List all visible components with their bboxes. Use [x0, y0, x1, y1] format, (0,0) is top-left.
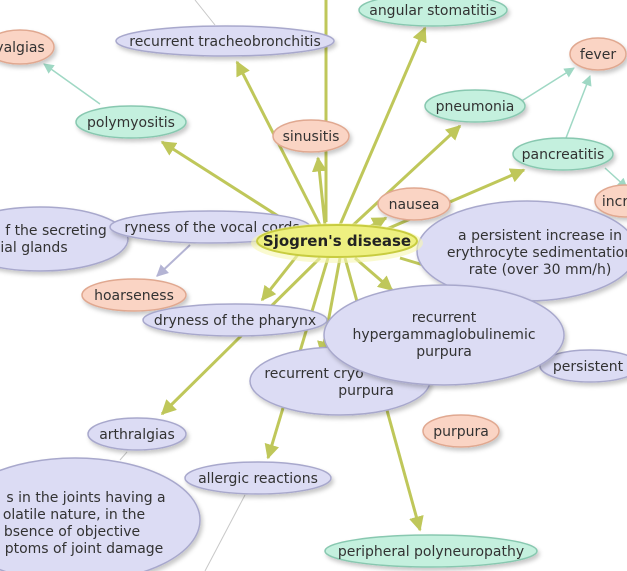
label-cryo-line1: recurrent cryo: [264, 366, 363, 382]
label-esr-line1: a persistent increase in: [458, 228, 622, 244]
node-secreting-glands[interactable]: f the secreting ial glands: [0, 206, 129, 272]
node-pancreatitis[interactable]: pancreatitis: [512, 137, 614, 171]
node-arthralgias[interactable]: arthralgias: [87, 417, 187, 451]
node-fever[interactable]: fever: [569, 37, 627, 71]
edge-center-pancreatitis: [379, 168, 526, 234]
label-joints-line1: s in the joints having a: [6, 490, 165, 506]
node-persistent[interactable]: persistent: [539, 349, 627, 383]
node-hoarseness[interactable]: hoarseness: [81, 278, 187, 312]
label-center: Sjogren's disease: [263, 232, 411, 250]
label-nausea: nausea: [389, 197, 440, 213]
label-dryness-pharynx: dryness of the pharynx: [154, 313, 316, 329]
node-recurrent-hypergammaglobulinemic-purpura[interactable]: recurrent hypergammaglobulinemic purpura: [323, 284, 565, 386]
label-arthralgias: arthralgias: [99, 427, 175, 443]
label-cryo-line2: purpura: [338, 383, 394, 399]
label-dryness-vocal-cords: ryness of the vocal cords: [124, 220, 299, 236]
edge-vocal-hoarseness: [156, 244, 191, 277]
label-hyper-line3: purpura: [416, 344, 472, 360]
label-esr-line2: erythrocyte sedimentation: [447, 245, 627, 261]
node-incr[interactable]: incr: [594, 184, 627, 218]
node-allergic-reactions[interactable]: allergic reactions: [184, 461, 332, 495]
label-angular-stomatitis: angular stomatitis: [369, 3, 497, 19]
secondary-edges: [43, 0, 627, 571]
edge-pancreatitis-fever: [565, 75, 592, 139]
node-recurrent-tracheobronchitis[interactable]: recurrent tracheobronchitis: [115, 25, 335, 57]
label-persistent: persistent: [553, 359, 624, 375]
label-incr: incr: [602, 194, 627, 210]
label-purpura: purpura: [433, 424, 489, 440]
edge-allergic-offscreen: [204, 494, 246, 571]
node-peripheral-polyneuropathy[interactable]: peripheral polyneuropathy: [324, 534, 538, 568]
edge-polymyositis-myalgias: [43, 63, 101, 105]
label-hoarseness: hoarseness: [94, 288, 174, 304]
label-secreting-line2: ial glands: [0, 240, 67, 256]
edge-center-hyper: [354, 256, 394, 292]
node-polymyositis[interactable]: polymyositis: [75, 105, 187, 139]
label-pneumonia: pneumonia: [436, 99, 515, 115]
label-myalgias: yalgias: [0, 40, 45, 56]
label-secreting-line1: f the secreting: [5, 223, 107, 239]
node-myalgias[interactable]: yalgias: [0, 29, 55, 65]
edge-center-angular-stomatitis: [338, 26, 427, 226]
node-center-sjogrens-disease[interactable]: Sjogren's disease: [251, 223, 423, 263]
edge-center-pneumonia: [348, 124, 462, 230]
node-pneumonia[interactable]: pneumonia: [424, 89, 526, 123]
edge-offscreen-top: [194, 0, 216, 26]
label-hyper-line2: hypergammaglobulinemic: [352, 327, 535, 343]
label-esr-line3: rate (over 30 mm/h): [469, 262, 612, 278]
label-allergic-reactions: allergic reactions: [198, 471, 318, 487]
label-pancreatitis: pancreatitis: [522, 147, 605, 163]
node-angular-stomatitis[interactable]: angular stomatitis: [358, 0, 508, 27]
node-purpura[interactable]: purpura: [422, 414, 500, 448]
label-joints-line4: ptoms of joint damage: [5, 541, 164, 557]
label-sinusitis: sinusitis: [283, 129, 340, 145]
label-polymyositis: polymyositis: [87, 115, 175, 131]
label-hyper-line1: recurrent: [412, 310, 477, 326]
label-recurrent-tracheobronchitis: recurrent tracheobronchitis: [129, 34, 321, 50]
edge-center-sinusitis: [311, 156, 327, 226]
edge-pneumonia-fever: [519, 67, 575, 103]
node-sinusitis[interactable]: sinusitis: [272, 119, 350, 153]
label-joints-line2: olatile nature, in the: [3, 507, 145, 523]
edge-arthralgias-joints: [119, 451, 128, 461]
node-dryness-pharynx[interactable]: dryness of the pharynx: [142, 303, 328, 337]
node-joint-pain-volatile[interactable]: s in the joints having a olatile nature,…: [0, 457, 201, 571]
label-joints-line3: bsence of objective: [4, 524, 140, 540]
label-fever: fever: [580, 47, 616, 63]
node-nausea[interactable]: nausea: [377, 187, 451, 221]
label-peripheral-polyneuropathy: peripheral polyneuropathy: [338, 544, 524, 560]
